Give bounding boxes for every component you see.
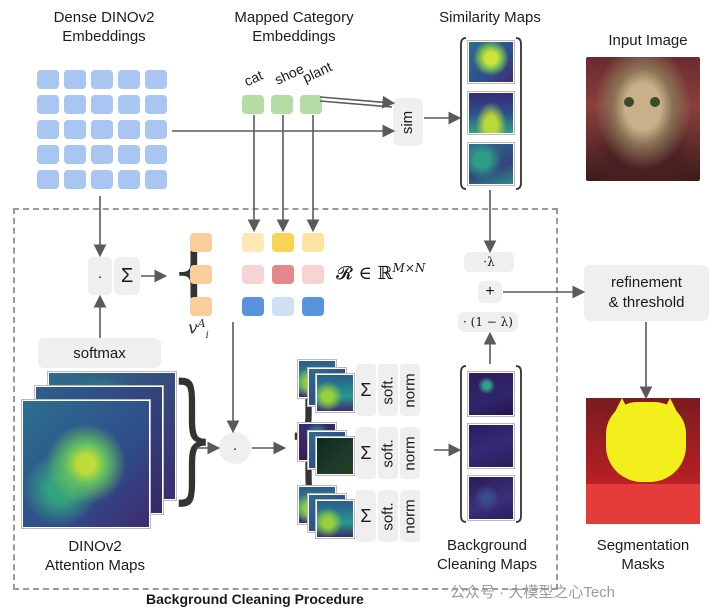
attention-map-front xyxy=(22,400,150,528)
sim-bracket-left xyxy=(460,37,467,190)
sum-operator: Σ xyxy=(114,257,140,295)
matrix-cell-3-2 xyxy=(272,297,294,316)
one-minus-lambda-box: · (1 − λ) xyxy=(458,312,518,332)
cleaning-map-3 xyxy=(468,476,514,520)
arrow-cat-to-sim-2 xyxy=(319,100,393,108)
similarity-map-plant xyxy=(468,143,514,185)
cat-eye-left xyxy=(624,97,634,107)
matrix-cell-2-3 xyxy=(302,265,324,284)
stack-row-2: Σ soft. norm xyxy=(298,423,428,481)
dense-embedding-grid xyxy=(37,70,172,195)
v-label: vAi xyxy=(188,317,209,342)
segmentation-masks-title: Segmentation Masks xyxy=(596,537,690,573)
sim-bracket-right xyxy=(515,37,522,190)
cleaning-map-2 xyxy=(468,424,514,468)
stack-row-1: Σ soft. norm xyxy=(298,360,428,418)
stack1-thumb-c xyxy=(316,374,354,412)
clean-bracket-right xyxy=(515,365,522,523)
matrix-cell-3-3 xyxy=(302,297,324,316)
stack3-sum: Σ xyxy=(356,490,376,542)
clean-bracket-left xyxy=(460,365,467,523)
stack2-softmax: soft. xyxy=(378,427,398,479)
matrix-v3 xyxy=(190,297,212,316)
sim-operator: sim xyxy=(393,98,423,146)
matrix-cell-2-1 xyxy=(242,265,264,284)
softmax-box: softmax xyxy=(38,338,161,368)
stack2-sum: Σ xyxy=(356,427,376,479)
dot-operator: · xyxy=(88,257,112,295)
stack2-thumb-c xyxy=(316,437,354,475)
similarity-map-shoe xyxy=(468,92,514,134)
background-cleaning-region xyxy=(13,208,558,590)
category-cell-shoe xyxy=(271,95,293,114)
cat-eye-right xyxy=(650,97,660,107)
background-cleaning-maps xyxy=(460,364,524,522)
category-cell-plant xyxy=(300,95,322,114)
matrix-v2 xyxy=(190,265,212,284)
input-image xyxy=(586,57,700,181)
matrix-cell-1-2 xyxy=(272,233,294,252)
input-image-title: Input Image xyxy=(608,32,688,49)
arrow-cat-to-sim xyxy=(319,95,396,109)
cat-mask-ear-right xyxy=(658,398,682,422)
stack3-thumb-c xyxy=(316,500,354,538)
cat-mask-ear-left xyxy=(610,398,634,422)
matrix-cell-1-1 xyxy=(242,233,264,252)
stack1-softmax: soft. xyxy=(378,364,398,416)
background-cleaning-maps-title: Background Cleaning Maps xyxy=(436,537,538,573)
matrix-v1 xyxy=(190,233,212,252)
procedure-title: Background Cleaning Procedure xyxy=(146,591,364,607)
brace-attention: } xyxy=(170,355,215,518)
stack3-softmax: soft. xyxy=(378,490,398,542)
category-cell-cat xyxy=(242,95,264,114)
similarity-map-cat xyxy=(468,41,514,83)
r-formula: 𝓡 ∈ ℝM×N xyxy=(336,261,426,284)
plus-operator: + xyxy=(478,281,502,303)
stack1-norm: norm xyxy=(400,364,420,416)
elementwise-dot: · xyxy=(219,432,251,464)
matrix-cell-1-3 xyxy=(302,233,324,252)
similarity-maps-title: Similarity Maps xyxy=(439,9,541,26)
stack3-norm: norm xyxy=(400,490,420,542)
stack2-norm: norm xyxy=(400,427,420,479)
refinement-threshold-box: refinement & threshold xyxy=(584,265,709,321)
relevance-matrix xyxy=(190,233,330,323)
dense-embeddings-title: Dense DINOv2 Embeddings xyxy=(53,9,155,45)
mapped-category-title: Mapped Category Embeddings xyxy=(234,9,354,45)
segmentation-mask-image xyxy=(586,398,700,524)
similarity-maps xyxy=(460,36,524,190)
category-embeddings: cat shoe plant xyxy=(238,58,348,120)
watermark: 公众号 · 大模型之心Tech xyxy=(450,584,616,601)
matrix-cell-2-2 xyxy=(272,265,294,284)
cleaning-map-1 xyxy=(468,372,514,416)
stack1-sum: Σ xyxy=(356,364,376,416)
shoe-region xyxy=(586,484,700,524)
matrix-cell-3-1 xyxy=(242,297,264,316)
attention-maps-title: DINOv2 Attention Maps xyxy=(44,538,146,574)
stack-row-3: Σ soft. norm xyxy=(298,486,428,544)
lambda-box: ·λ xyxy=(464,252,514,272)
